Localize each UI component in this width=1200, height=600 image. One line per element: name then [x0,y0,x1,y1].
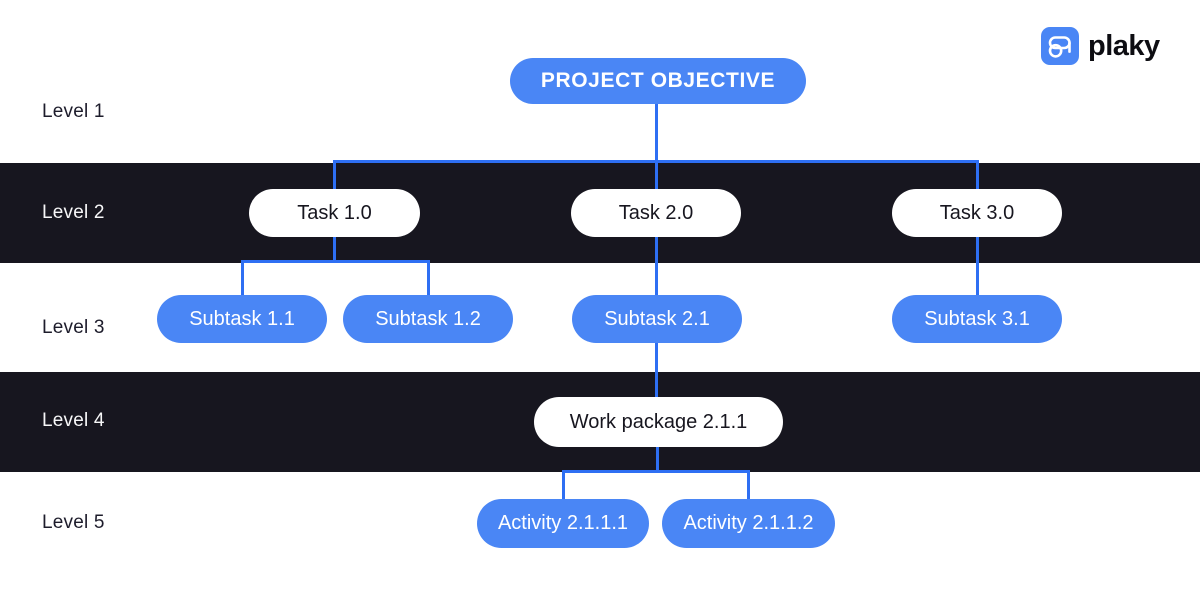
plaky-logo-icon [1041,27,1079,65]
connector-subtask21-workpackage [655,343,658,397]
plaky-logo: plaky [1041,27,1160,65]
connector-activity2-drop [747,473,750,499]
connector-subtasks1-horizontal [241,260,430,263]
connector-activities-horizontal [562,470,750,473]
node-task-1-0: Task 1.0 [249,189,420,237]
connector-task2-drop [655,163,658,189]
level-4-label: Level 4 [42,410,105,431]
level-1-label: Level 1 [42,101,105,122]
connector-objective-down [655,104,658,161]
connector-task3-drop [976,163,979,189]
connector-activity1-drop [562,473,565,499]
node-project-objective: PROJECT OBJECTIVE [510,58,806,104]
node-task-3-0: Task 3.0 [892,189,1062,237]
connector-task3-subtask31 [976,237,979,295]
node-subtask-1-1: Subtask 1.1 [157,295,327,343]
connector-task1-down [333,237,336,261]
node-activity-2-1-1-1: Activity 2.1.1.1 [477,499,649,548]
node-subtask-2-1: Subtask 2.1 [572,295,742,343]
node-subtask-1-2: Subtask 1.2 [343,295,513,343]
connector-task1-drop [333,163,336,189]
connector-subtask11-drop [241,263,244,295]
connector-subtask12-drop [427,263,430,295]
node-work-package-2-1-1: Work package 2.1.1 [534,397,783,447]
connector-workpackage-down [656,447,659,471]
level-2-label: Level 2 [42,202,105,223]
node-activity-2-1-1-2: Activity 2.1.1.2 [662,499,835,548]
node-subtask-3-1: Subtask 3.1 [892,295,1062,343]
level-5-label: Level 5 [42,512,105,533]
plaky-wordmark: plaky [1088,29,1160,62]
node-task-2-0: Task 2.0 [571,189,741,237]
level-3-label: Level 3 [42,317,105,338]
connector-task2-subtask21 [655,237,658,295]
connector-tasks-horizontal [333,160,979,163]
